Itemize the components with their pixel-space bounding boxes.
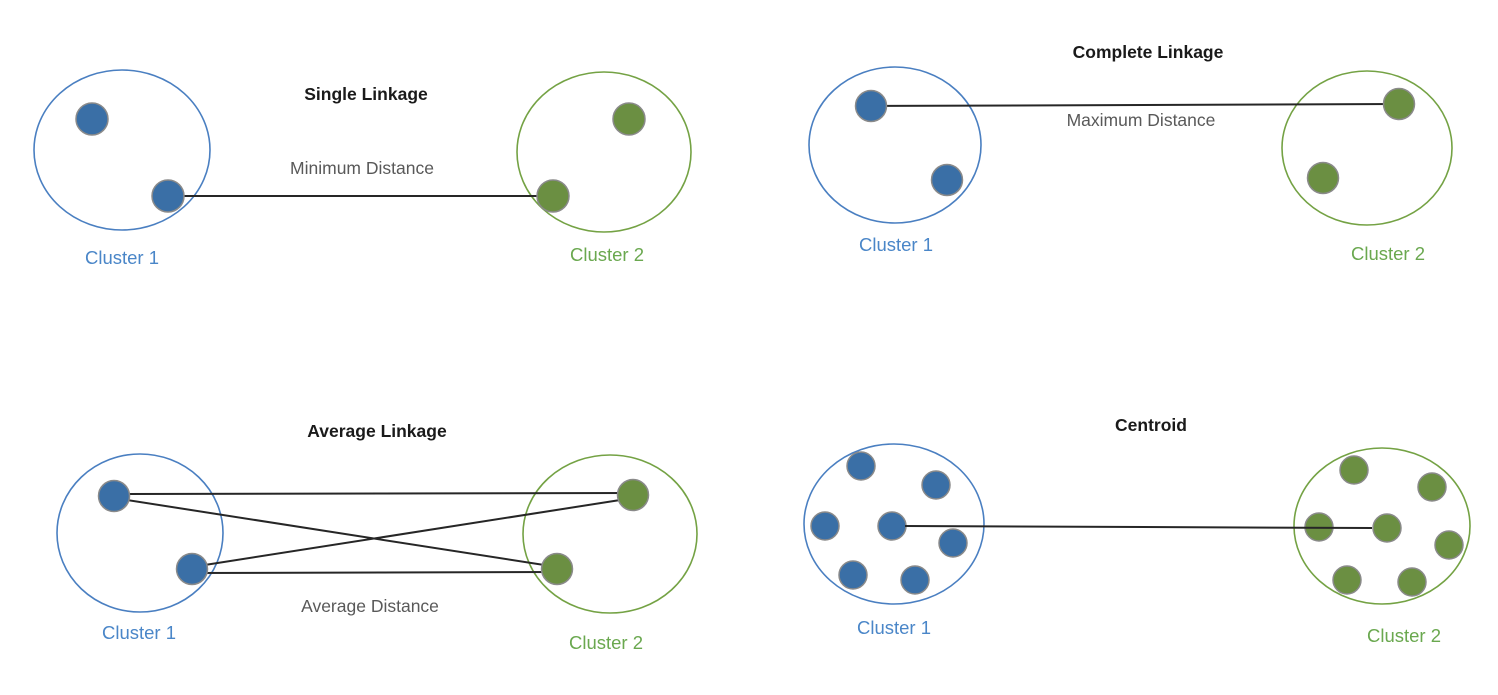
cluster-1-point	[930, 163, 964, 197]
cluster-1-point	[900, 565, 930, 595]
cluster-circle-1	[803, 443, 985, 605]
cluster-label-1: Cluster 1	[85, 247, 159, 268]
cluster-circle-2	[522, 454, 698, 614]
cluster-1-point	[877, 511, 907, 541]
panel-title: Centroid	[1115, 415, 1187, 435]
cluster-label-2: Cluster 2	[569, 632, 643, 653]
panel-title: Complete Linkage	[1073, 42, 1224, 62]
panel-title: Average Linkage	[307, 421, 447, 441]
cluster-1-point	[810, 511, 840, 541]
cluster-1-point	[75, 102, 109, 136]
cluster-label-2: Cluster 2	[1351, 243, 1425, 264]
cluster-circle-2	[1281, 70, 1453, 226]
cluster-1-point	[97, 479, 131, 513]
distance-line	[904, 525, 1373, 529]
distance-line	[191, 571, 558, 574]
cluster-2-point	[1382, 87, 1416, 121]
distance-line	[870, 103, 1400, 107]
cluster-circle-2	[516, 71, 692, 233]
distance-label: Minimum Distance	[290, 158, 434, 178]
cluster-circle-1	[33, 69, 211, 231]
distance-line	[191, 497, 634, 568]
panel-title: Single Linkage	[304, 84, 428, 104]
cluster-2-point	[1339, 455, 1369, 485]
cluster-2-point	[540, 552, 574, 586]
cluster-2-point	[616, 478, 650, 512]
cluster-1-point	[921, 470, 951, 500]
cluster-2-point	[1306, 161, 1340, 195]
cluster-2-point	[1397, 567, 1427, 597]
cluster-1-point	[175, 552, 209, 586]
distance-line	[113, 497, 558, 568]
distance-label: Maximum Distance	[1067, 110, 1216, 130]
distance-label: Average Distance	[301, 596, 439, 616]
cluster-2-point	[1332, 565, 1362, 595]
cluster-label-2: Cluster 2	[570, 244, 644, 265]
cluster-label-1: Cluster 1	[102, 622, 176, 643]
cluster-2-point	[1417, 472, 1447, 502]
distance-line	[113, 492, 634, 495]
cluster-circle-2	[1293, 447, 1471, 605]
cluster-1-point	[151, 179, 185, 213]
cluster-2-point	[1434, 530, 1464, 560]
cluster-label-1: Cluster 1	[857, 617, 931, 638]
cluster-1-point	[846, 451, 876, 481]
cluster-1-point	[838, 560, 868, 590]
cluster-circle-1	[56, 453, 224, 613]
cluster-label-1: Cluster 1	[859, 234, 933, 255]
cluster-2-point	[1372, 513, 1402, 543]
cluster-1-point	[938, 528, 968, 558]
cluster-2-point	[536, 179, 570, 213]
cluster-circle-1	[808, 66, 982, 224]
cluster-1-point	[854, 89, 888, 123]
cluster-label-2: Cluster 2	[1367, 625, 1441, 646]
cluster-2-point	[612, 102, 646, 136]
